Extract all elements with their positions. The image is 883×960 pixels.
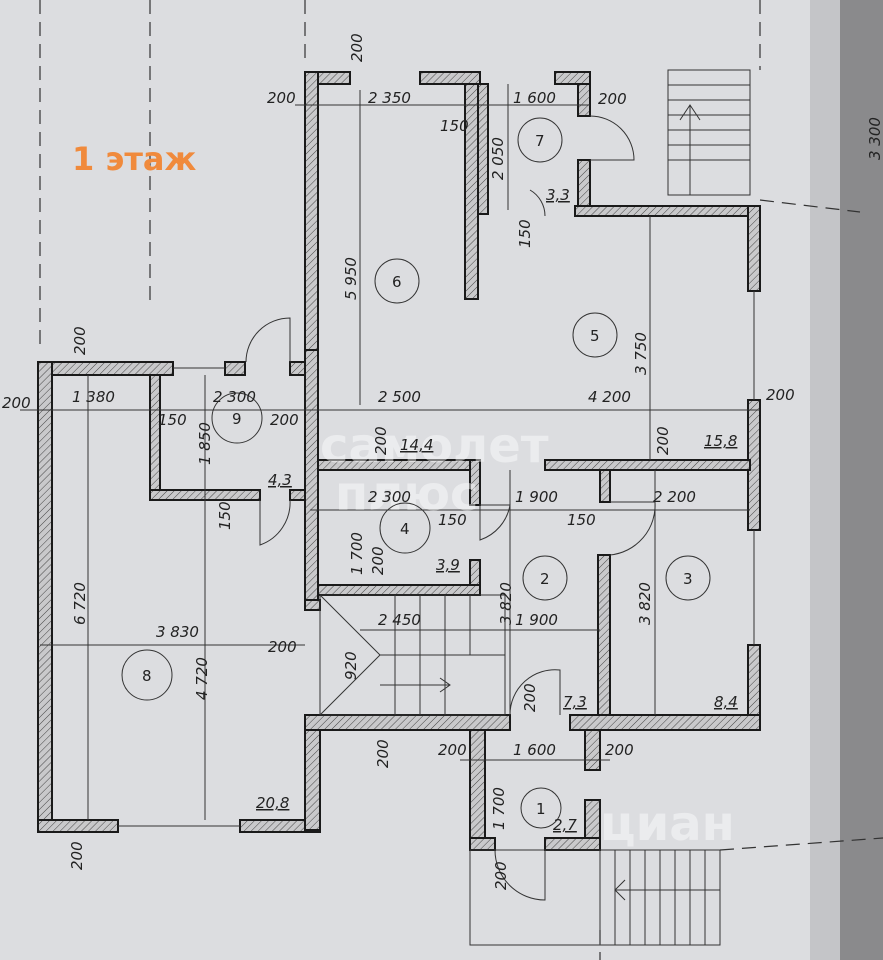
- room-marker-8: [121, 649, 173, 701]
- dim: 1 380: [72, 388, 115, 406]
- dim: 200: [2, 394, 31, 412]
- dim: 200: [270, 411, 299, 429]
- room-marker-3: [665, 555, 711, 601]
- room-areas: 2,7 7,3 8,4 3,9 15,8 14,4 3,3 20,8 4,3: [256, 186, 738, 834]
- page-edge: [810, 0, 840, 960]
- room-marker-9: [211, 392, 263, 444]
- watermark-plus: плюс: [335, 466, 478, 522]
- dim: 200: [438, 741, 467, 759]
- room-number-8: 8: [142, 667, 152, 685]
- dim: 3 750: [632, 332, 650, 375]
- room-area-3: 8,4: [714, 693, 738, 711]
- room-number-5: 5: [590, 327, 600, 345]
- watermark-cian: циан: [600, 796, 735, 852]
- dim: 2 300: [213, 388, 256, 406]
- room-area-6: 14,4: [400, 436, 433, 454]
- dim: 1 900: [515, 611, 558, 629]
- dim: 3 300: [866, 117, 883, 160]
- room-number-4: 4: [400, 520, 410, 538]
- dim: 200: [521, 683, 539, 712]
- dim: 2 300: [368, 488, 411, 506]
- dim: 150: [216, 501, 234, 530]
- dim: 200: [374, 739, 392, 768]
- dim: 200: [372, 426, 390, 455]
- dim: 150: [567, 511, 596, 529]
- watermark-samolet: самолет: [320, 418, 549, 474]
- dim: 4 200: [588, 388, 631, 406]
- dim: 200: [71, 326, 89, 355]
- dim: 200: [68, 841, 86, 870]
- room-marker-4: [379, 502, 431, 554]
- room-area-9: 4,3: [268, 471, 292, 489]
- dim: 6 720: [71, 582, 89, 625]
- dim: 150: [438, 511, 467, 529]
- room-area-5: 15,8: [704, 432, 737, 450]
- room-area-4: 3,9: [436, 556, 460, 574]
- dim: 200: [268, 638, 297, 656]
- room-marker-6: [374, 258, 420, 304]
- dim: 200: [766, 386, 795, 404]
- dim: 150: [158, 411, 187, 429]
- dim: 2 350: [368, 89, 411, 107]
- dim: 1 900: [515, 488, 558, 506]
- dim: 1 850: [196, 422, 214, 465]
- dimension-labels: 200 200 2 350 150 1 600 200 2 050 150 5 …: [2, 33, 883, 890]
- room-area-2: 7,3: [563, 693, 587, 711]
- dim: 200: [369, 546, 387, 575]
- dim: 920: [342, 651, 360, 680]
- dim: 2 500: [378, 388, 421, 406]
- dim: 200: [348, 33, 366, 62]
- dim: 150: [440, 117, 469, 135]
- dim: 4 720: [193, 657, 211, 700]
- room-area-1: 2,7: [553, 816, 577, 834]
- room-marker-7: [517, 117, 563, 163]
- room-marker-2: [522, 555, 568, 601]
- room-area-8: 20,8: [256, 794, 289, 812]
- dim: 3 830: [156, 623, 199, 641]
- room-marker-1: [520, 787, 562, 829]
- dim: 1 700: [490, 787, 508, 830]
- dim: 2 200: [653, 488, 696, 506]
- dimension-lines: [20, 84, 760, 820]
- dim: 1 600: [513, 89, 556, 107]
- room-number-1: 1: [536, 800, 546, 818]
- dim: 150: [516, 219, 534, 248]
- dim: 200: [492, 861, 510, 890]
- dim: 3 820: [497, 582, 515, 625]
- dim: 200: [605, 741, 634, 759]
- dim: 200: [267, 89, 296, 107]
- room-number-2: 2: [540, 570, 550, 588]
- dim: 200: [598, 90, 627, 108]
- room-number-9: 9: [232, 410, 242, 428]
- dim: 2 450: [378, 611, 421, 629]
- room-number-3: 3: [683, 570, 693, 588]
- axis-lines: [39, 0, 883, 960]
- dim: 1 600: [513, 741, 556, 759]
- stairs: [319, 69, 751, 946]
- room-number-6: 6: [392, 273, 402, 291]
- room-area-7: 3,3: [546, 186, 570, 204]
- dim: 5 950: [342, 257, 360, 300]
- room-number-7: 7: [535, 132, 545, 150]
- dim: 3 820: [636, 582, 654, 625]
- floor-title: 1 этаж: [72, 140, 197, 178]
- room-marker-5: [572, 312, 618, 358]
- dim: 1 700: [348, 532, 366, 575]
- dim: 200: [654, 426, 672, 455]
- dim: 2 050: [489, 137, 507, 180]
- room-markers: 1 2 3 4 5 6 7 8 9: [121, 117, 711, 829]
